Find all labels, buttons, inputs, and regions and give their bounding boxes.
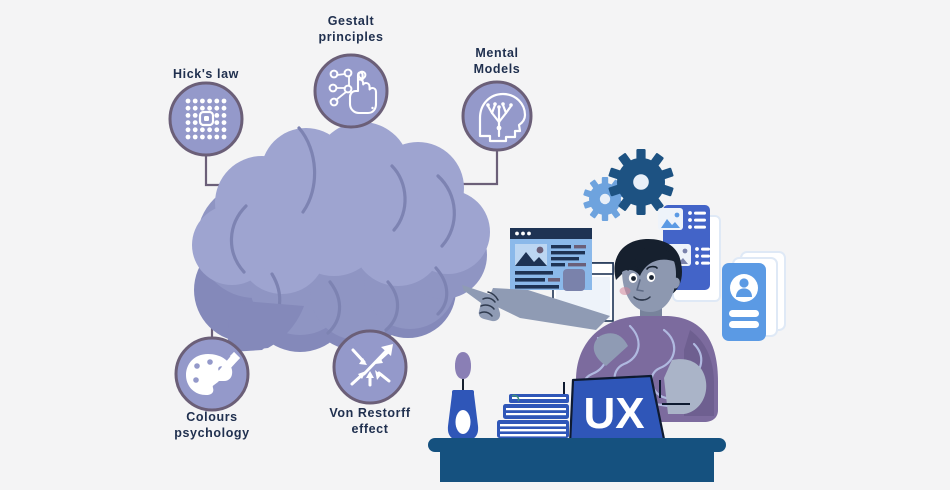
laptop-ux-screen: UX [563, 359, 707, 446]
dot-grid-icon [185, 98, 227, 140]
dots-tap-hand-icon [328, 68, 378, 115]
diverging-arrows-icon [350, 344, 393, 387]
label-colours-line2: psychology [174, 426, 249, 440]
label-mental-models-line1: Mental [475, 46, 518, 60]
laptop-screen-label: UX [583, 389, 644, 438]
label-von-restorff-line2: effect [352, 422, 389, 436]
node-circle-mental-models [461, 80, 533, 152]
label-colours-line1: Colours [186, 410, 237, 424]
neural-nodes [486, 102, 513, 131]
flower-vase [447, 352, 479, 441]
profile-card-mockup [722, 263, 766, 341]
avatar-icon [730, 274, 758, 302]
label-mental-models-line2: Models [474, 62, 521, 76]
head-neural-icon [478, 92, 527, 143]
label-von-restorff-line1: Von Restorff [329, 406, 411, 420]
node-hicks-law[interactable] [168, 81, 244, 157]
node-colours-psychology[interactable] [174, 336, 250, 412]
label-gestalt-line1: Gestalt [328, 14, 375, 28]
paint-palette-icon [186, 352, 240, 395]
node-gestalt-principles[interactable] [313, 53, 389, 129]
node-von-restorff-effect[interactable] [332, 329, 408, 405]
desk [428, 438, 726, 482]
node-mental-models[interactable] [461, 80, 533, 152]
browser-window-mockup [510, 228, 592, 291]
gear-large-icon [608, 149, 674, 215]
label-hicks-law: Hick's law [173, 67, 239, 81]
book-stack [497, 394, 569, 438]
brain-illustration [192, 122, 490, 352]
label-gestalt-line2: principles [318, 30, 383, 44]
